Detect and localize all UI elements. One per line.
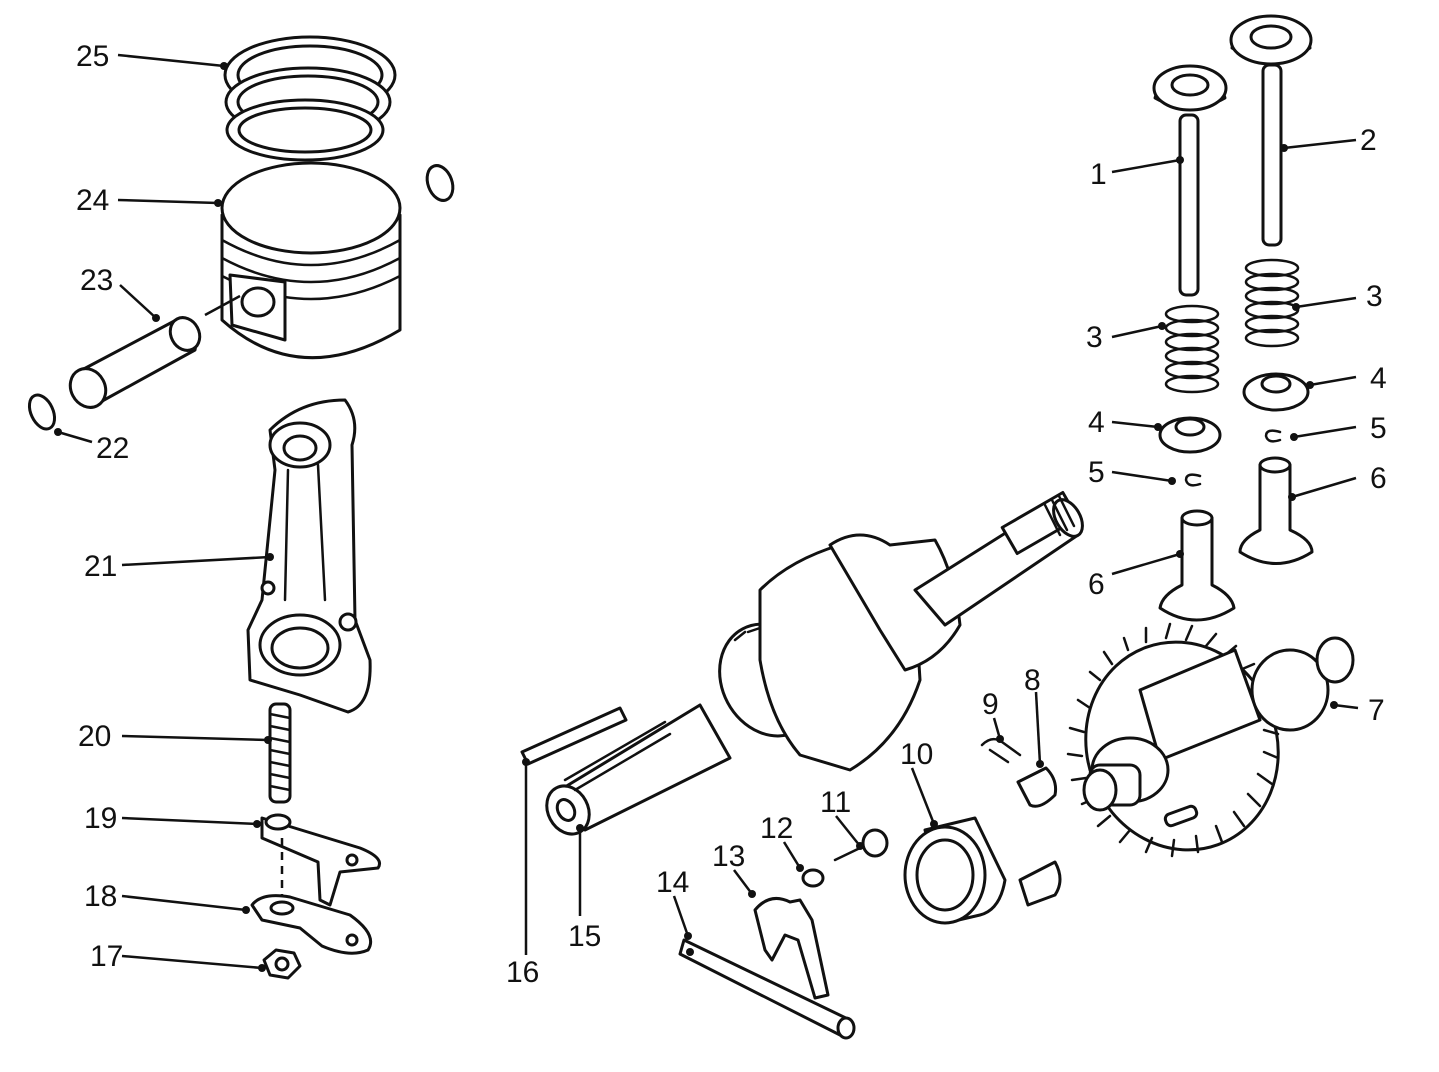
callout-4-left: 4 — [1088, 406, 1105, 439]
piston-pin-clip-drawing — [425, 164, 455, 202]
callout-13: 13 — [712, 840, 745, 873]
connecting-rod-drawing — [246, 398, 372, 714]
washer-drawing — [801, 868, 825, 888]
callout-5-left: 5 — [1088, 456, 1105, 489]
exhaust-valve-drawing — [1229, 14, 1313, 247]
callout-24: 24 — [76, 184, 109, 217]
callout-7: 7 — [1368, 694, 1385, 727]
callout-18: 18 — [84, 880, 117, 913]
tappet-left-drawing — [1158, 509, 1236, 622]
lock-plate-drawing — [260, 816, 381, 907]
valve-spring-left-drawing — [1164, 304, 1220, 394]
piston-pin-drawing — [68, 316, 202, 409]
callout-labels: 1 2 3 3 4 4 5 5 6 6 7 8 9 10 11 12 13 14… — [76, 40, 1387, 989]
callout-23: 23 — [80, 264, 113, 297]
callout-16: 16 — [506, 956, 539, 989]
callout-22: 22 — [96, 432, 129, 465]
callout-15: 15 — [568, 920, 601, 953]
retainer-lock-left-drawing — [1184, 473, 1202, 487]
callout-2: 2 — [1360, 124, 1377, 157]
callout-17: 17 — [90, 940, 123, 973]
lock-plate-hole-2 — [345, 853, 359, 867]
callout-5-right: 5 — [1370, 412, 1387, 445]
valve-spring-right-drawing — [1244, 258, 1300, 348]
lock-plate-hole — [264, 813, 292, 831]
callout-8: 8 — [1024, 664, 1041, 697]
retaining-ring-drawing — [27, 393, 57, 431]
callout-19: 19 — [84, 802, 117, 835]
callout-3-right: 3 — [1366, 280, 1383, 313]
rod-bolt-drawing — [268, 702, 292, 804]
intake-valve-drawing — [1152, 64, 1228, 297]
spring-retainer-left-drawing — [1158, 416, 1222, 454]
callout-21: 21 — [84, 550, 117, 583]
callout-9: 9 — [982, 688, 999, 721]
leader-lines — [54, 53, 1359, 972]
crankshaft-drawing — [545, 491, 1084, 836]
governor-shaft-drawing — [678, 938, 856, 1040]
key-drawing — [520, 706, 628, 766]
callout-10: 10 — [900, 738, 933, 771]
camshaft-drawing — [1066, 622, 1355, 858]
callout-25: 25 — [76, 40, 109, 73]
callout-11: 11 — [820, 786, 851, 819]
governor-fork-drawing — [753, 896, 830, 1000]
governor-bracket-lower-drawing — [1018, 860, 1062, 907]
spring-retainer-right-drawing — [1242, 372, 1310, 412]
callout-6-left: 6 — [1088, 568, 1105, 601]
bolt-drawing — [833, 828, 889, 862]
tappet-right-drawing — [1238, 456, 1314, 565]
piston-drawing — [220, 161, 402, 360]
callout-20: 20 — [78, 720, 111, 753]
nut-drawing — [262, 948, 302, 980]
piston-rings-drawing — [223, 35, 397, 162]
callout-12: 12 — [760, 812, 793, 845]
callout-3-left: 3 — [1086, 321, 1103, 354]
callout-14: 14 — [656, 866, 689, 899]
oil-seal-drawing — [903, 816, 1007, 925]
retainer-lock-right-drawing — [1264, 429, 1282, 443]
governor-bracket-drawing — [1016, 766, 1058, 808]
callout-4-right: 4 — [1370, 362, 1387, 395]
callout-6-right: 6 — [1370, 462, 1387, 495]
callout-1: 1 — [1090, 158, 1107, 191]
